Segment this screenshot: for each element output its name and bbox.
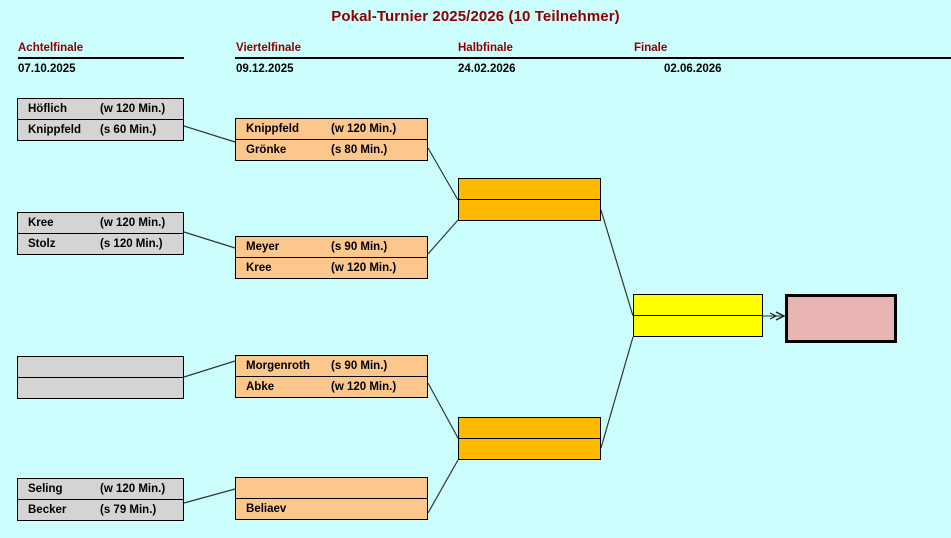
- round-header-viertelfinale: Viertelfinale: [236, 42, 301, 54]
- match-qf-3-slot-bottom[interactable]: Abke (w 120 Min.): [236, 377, 427, 398]
- round-header-finale: Finale: [634, 42, 668, 54]
- match-r16-2-slot-bottom[interactable]: Stolz (s 120 Min.): [18, 234, 183, 255]
- player-name: Knippfeld: [28, 123, 82, 136]
- match-r16-4[interactable]: Seling (w 120 Min.) Becker (s 79 Min.): [17, 478, 184, 521]
- player-name: Höflich: [28, 102, 67, 115]
- match-r16-1-slot-top[interactable]: Höflich (w 120 Min.): [18, 99, 183, 120]
- match-qf-1[interactable]: Knippfeld (w 120 Min.) Grönke (s 80 Min.…: [235, 118, 428, 161]
- match-qf-2-slot-bottom[interactable]: Kree (w 120 Min.): [236, 258, 427, 279]
- player-score: (w 120 Min.): [100, 216, 166, 229]
- winner-box[interactable]: [785, 294, 897, 343]
- match-final-slot-bottom[interactable]: [634, 316, 762, 337]
- player-name: Morgenroth: [246, 359, 310, 372]
- match-r16-1[interactable]: Höflich (w 120 Min.) Knippfeld (s 60 Min…: [17, 98, 184, 141]
- match-sf-1[interactable]: [458, 178, 601, 221]
- player-score: (s 90 Min.): [331, 359, 388, 372]
- match-r16-1-slot-bottom[interactable]: Knippfeld (s 60 Min.): [18, 120, 183, 141]
- match-sf-2[interactable]: [458, 417, 601, 460]
- player-score: (w 120 Min.): [100, 482, 166, 495]
- player-name: Seling: [28, 482, 63, 495]
- player-score: (s 120 Min.): [100, 237, 163, 250]
- round-date-finale: 02.06.2026: [664, 63, 722, 75]
- header-rule-right: [235, 57, 951, 59]
- match-r16-3[interactable]: [17, 356, 184, 399]
- player-score: (w 120 Min.): [331, 380, 397, 393]
- player-name: Abke: [246, 380, 275, 393]
- match-r16-2-slot-top[interactable]: Kree (w 120 Min.): [18, 213, 183, 234]
- winner-slot[interactable]: [788, 297, 894, 340]
- match-sf-2-slot-top[interactable]: [459, 418, 600, 439]
- match-r16-4-slot-top[interactable]: Seling (w 120 Min.): [18, 479, 183, 500]
- match-qf-1-slot-bottom[interactable]: Grönke (s 80 Min.): [236, 140, 427, 161]
- player-score: (s 80 Min.): [331, 143, 388, 156]
- player-name: Stolz: [28, 237, 56, 250]
- player-name: Knippfeld: [246, 122, 300, 135]
- player-score: (s 60 Min.): [100, 123, 157, 136]
- round-date-achtelfinale: 07.10.2025: [18, 63, 76, 75]
- player-name: Beliaev: [246, 502, 287, 515]
- player-name: Becker: [28, 503, 67, 516]
- header-rule-left: [18, 57, 184, 59]
- match-qf-4-slot-top[interactable]: [236, 478, 427, 499]
- match-qf-4[interactable]: Beliaev: [235, 477, 428, 520]
- match-final-slot-top[interactable]: [634, 295, 762, 316]
- match-qf-4-slot-bottom[interactable]: Beliaev: [236, 499, 427, 520]
- match-qf-2-slot-top[interactable]: Meyer (s 90 Min.): [236, 237, 427, 258]
- match-qf-3-slot-top[interactable]: Morgenroth (s 90 Min.): [236, 356, 427, 377]
- player-score: (s 90 Min.): [331, 240, 388, 253]
- match-r16-3-slot-bottom[interactable]: [18, 378, 183, 399]
- player-name: Grönke: [246, 143, 287, 156]
- match-r16-3-slot-top[interactable]: [18, 357, 183, 378]
- match-qf-1-slot-top[interactable]: Knippfeld (w 120 Min.): [236, 119, 427, 140]
- match-r16-4-slot-bottom[interactable]: Becker (s 79 Min.): [18, 500, 183, 521]
- round-date-halbfinale: 24.02.2026: [458, 63, 516, 75]
- match-final[interactable]: [633, 294, 763, 337]
- match-sf-1-slot-bottom[interactable]: [459, 200, 600, 221]
- round-header-achtelfinale: Achtelfinale: [18, 42, 84, 54]
- player-name: Kree: [246, 261, 272, 274]
- match-qf-2[interactable]: Meyer (s 90 Min.) Kree (w 120 Min.): [235, 236, 428, 279]
- match-sf-2-slot-bottom[interactable]: [459, 439, 600, 460]
- player-name: Meyer: [246, 240, 280, 253]
- match-qf-3[interactable]: Morgenroth (s 90 Min.) Abke (w 120 Min.): [235, 355, 428, 398]
- player-score: (w 120 Min.): [331, 261, 397, 274]
- match-sf-1-slot-top[interactable]: [459, 179, 600, 200]
- player-name: Kree: [28, 216, 54, 229]
- round-date-viertelfinale: 09.12.2025: [236, 63, 294, 75]
- player-score: (s 79 Min.): [100, 503, 157, 516]
- player-score: (w 120 Min.): [331, 122, 397, 135]
- player-score: (w 120 Min.): [100, 102, 166, 115]
- match-r16-2[interactable]: Kree (w 120 Min.) Stolz (s 120 Min.): [17, 212, 184, 255]
- round-header-halbfinale: Halbfinale: [458, 42, 513, 54]
- page-title: Pokal-Turnier 2025/2026 (10 Teilnehmer): [331, 8, 620, 25]
